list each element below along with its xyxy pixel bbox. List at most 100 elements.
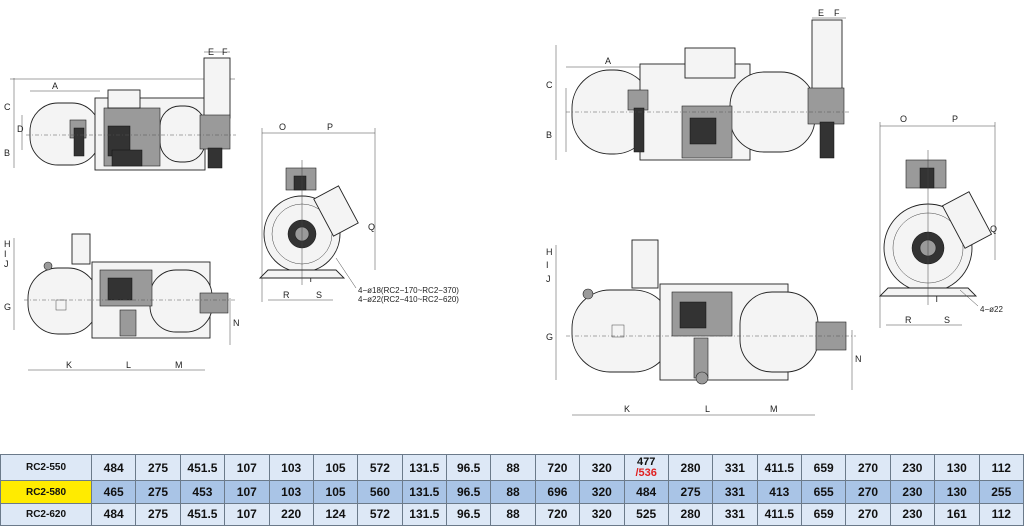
dim-label-p-right: P [952,114,958,124]
dim-label-l-right: L [705,404,710,414]
dim-label-b: B [4,148,10,158]
table-cell-top: 477 [637,455,656,468]
table-cell: 572 [357,453,403,482]
table-cell: 572 [357,502,403,526]
table-cell: 103 [268,453,314,482]
table-cell: 131.5 [401,453,448,482]
table-cell: 230 [889,453,936,482]
table-cell: 131.5 [401,480,448,504]
table-cell: 280 [667,453,714,482]
table-cell: 220 [268,502,314,526]
dim-label-g: G [4,302,11,312]
table-cell: 451.5 [179,453,226,482]
model-cell: RC2-580 [0,480,92,504]
table-cell: 103 [268,480,314,504]
dim-label-e-right: E [818,8,824,18]
table-cell: 88 [490,502,536,526]
table-cell: 130 [934,480,980,504]
table-cell: 720 [534,502,581,526]
table-cell: 230 [889,502,936,526]
table-cell: 255 [978,480,1024,504]
table-cell: 96.5 [445,480,492,504]
bolt-note-right: 4−ø22 [980,305,1003,314]
table-cell: 331 [712,502,758,526]
table-cell: 88 [490,453,536,482]
dim-label-g-right: G [546,332,553,342]
table-cell: 96.5 [445,453,492,482]
table-cell: 124 [312,502,359,526]
table-cell: 484 [90,502,137,526]
dim-label-n-right: N [855,354,862,364]
dim-label-a: A [52,81,58,91]
left-top-view: A C D B E F [4,47,236,171]
right-top-view: A C D B E F [546,8,850,161]
table-cell: 275 [135,502,181,526]
dim-label-p: P [327,122,333,132]
table-cell: 560 [357,480,403,504]
table-cell-bottom: /536 [635,466,657,479]
dim-label-a-right: A [605,56,611,66]
bolt-note-left-1: 4−ø18(RC2−170~RC2−370) [358,286,459,295]
dim-label-q: Q [368,222,375,232]
table-cell: 413 [756,480,803,504]
table-cell: 659 [800,502,847,526]
dim-label-r-right: R [905,315,912,325]
dim-label-s-right: S [944,315,950,325]
table-cell: 320 [579,480,625,504]
table-cell: 161 [934,502,980,526]
dim-label-n: N [233,318,240,328]
model-cell: RC2-620 [0,502,92,526]
left-front-view: H I J G U N K L M [4,233,240,371]
table-cell: 280 [667,502,714,526]
dim-label-f: F [222,47,228,57]
dim-label-j-right: J [546,274,551,284]
table-cell: 525 [623,502,669,526]
table-cell: 411.5 [756,502,803,526]
table-cell: 107 [224,502,270,526]
table-cell: 465 [90,480,137,504]
table-cell: 696 [534,480,581,504]
table-cell: 720 [534,453,581,482]
table-cell: 275 [667,480,714,504]
dim-label-r: R [283,290,290,300]
dim-label-k-right: K [624,404,630,414]
table-cell: 484 [623,480,669,504]
dim-label-m-right: M [770,404,778,414]
table-cell: 96.5 [445,502,492,526]
dim-label-i-right: I [546,260,549,270]
dim-label-q-right: Q [990,224,997,234]
dim-label-t-right: T [934,294,940,304]
dim-label-t: T [308,274,314,284]
dim-label-e: E [208,47,214,57]
table-cell: 270 [845,480,891,504]
table-cell: 331 [712,453,758,482]
table-cell: 411.5 [756,453,803,482]
table-cell: 275 [135,453,181,482]
dim-label-c: C [4,102,11,112]
model-cell: RC2-550 [0,453,92,482]
table-cell: 230 [889,480,936,504]
dim-label-h: H [4,239,11,249]
table-cell: 275 [135,480,181,504]
table-cell: 88 [490,480,536,504]
dim-label-d: D [17,124,24,134]
table-cell: 105 [312,453,359,482]
right-front-view: H I J G U N K L M [546,239,862,416]
table-cell: 270 [845,453,891,482]
table-cell: 107 [224,480,270,504]
table-cell: 270 [845,502,891,526]
dim-label-k: K [66,360,72,370]
left-side-view: O P Q T R S 4−ø18(RC2−170~RC2−370) 4−ø22… [258,122,459,304]
table-cell: 659 [800,453,847,482]
table-cell: 320 [579,502,625,526]
dim-label-c-right: C [546,80,553,90]
table-cell: 453 [179,480,226,504]
dim-label-i: I [4,249,7,259]
table-cell: 112 [978,502,1024,526]
right-side-view: O P Q T R S 4−ø22 [878,114,1003,328]
compressor-dimension-drawing: A C D B E F O P Q T R S [4,8,1003,416]
